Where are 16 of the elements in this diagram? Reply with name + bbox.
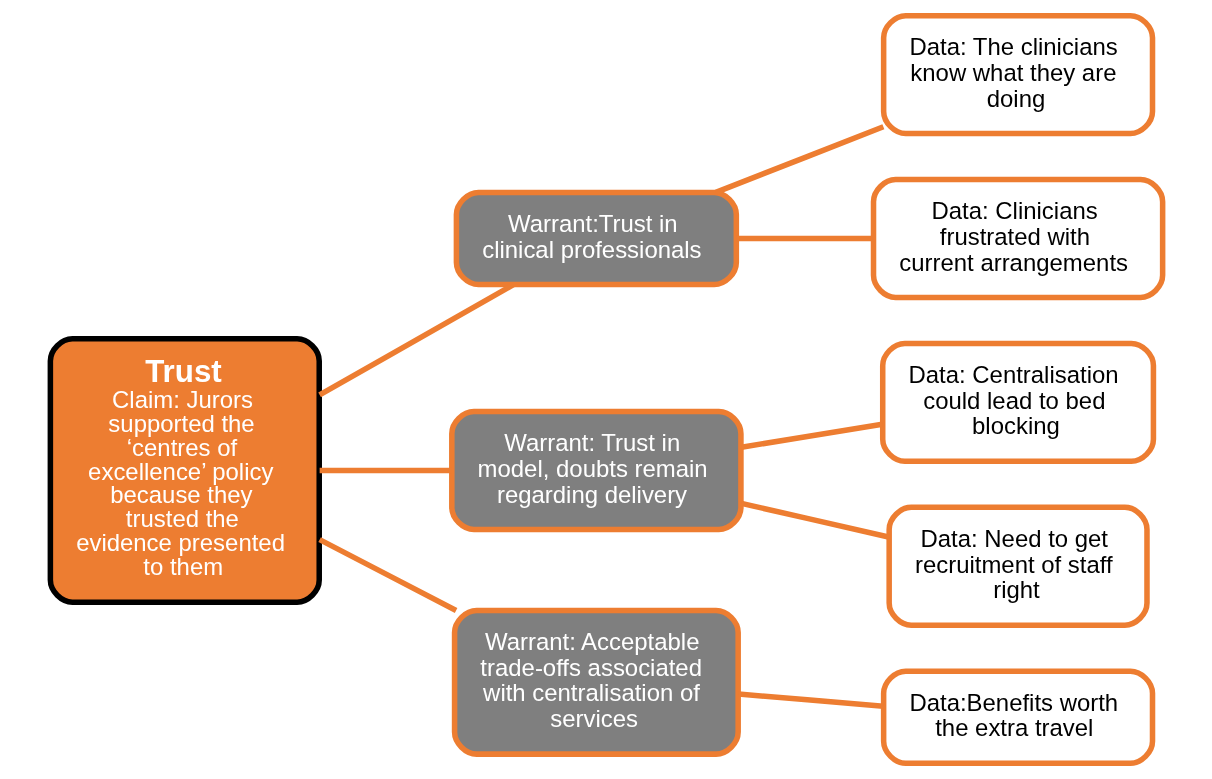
connector [740, 421, 883, 450]
node-box: Warrant: Acceptable trade-offs associated with centralisation of services [451, 607, 741, 757]
node-box: Trust Claim: Jurors supported the ‘centres of excellence’ policy because they trusted the evidence presented to them [47, 336, 322, 605]
connector [737, 691, 884, 709]
connector [317, 537, 457, 613]
connector [736, 235, 873, 242]
connector [714, 124, 884, 195]
connector [319, 467, 451, 474]
node-box: Data: Clinicians frustrated with current arrangements [870, 176, 1165, 301]
node-box: Data:Benefits worth the extra travel [880, 668, 1155, 767]
connector [740, 500, 889, 540]
node-box: Data: The clinicians know what they are doing [880, 12, 1155, 137]
node-box: Warrant: Trust in model, doubts remain regarding delivery [448, 408, 744, 533]
node-box: Warrant:Trust in clinical professionals [453, 189, 739, 288]
node-box: Data: Need to get recruitment of staff right [885, 504, 1150, 628]
node-box: Data: Centralisation could lead to bed blocking [879, 340, 1156, 465]
